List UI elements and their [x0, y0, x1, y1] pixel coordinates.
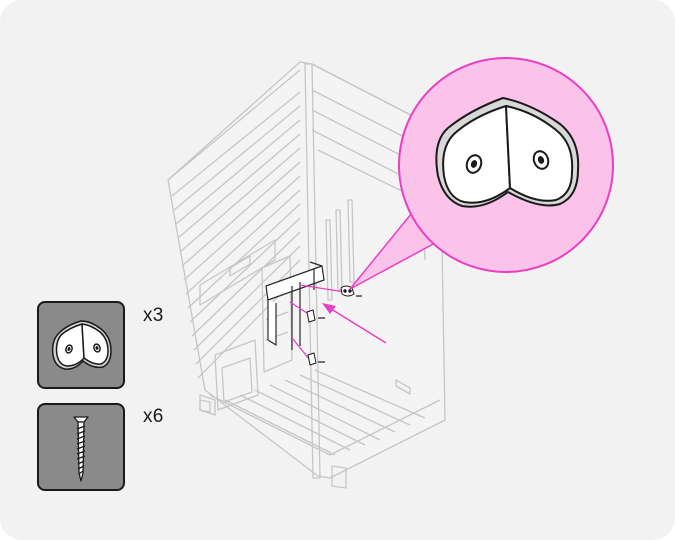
- insert-arrow: [322, 303, 387, 344]
- bracket-callout: [349, 57, 614, 290]
- part-tile-bracket: [37, 301, 125, 389]
- bracket-quantity: x3: [143, 305, 164, 326]
- screw-icon: [73, 416, 89, 482]
- cabin-frame: [167, 61, 446, 489]
- heater-guard: [265, 261, 325, 350]
- screw-quantity: x6: [143, 406, 164, 427]
- corner-bracket-zoom-icon: [435, 97, 580, 208]
- part-tile-screw: [37, 403, 125, 491]
- corner-bracket-icon: [51, 320, 112, 370]
